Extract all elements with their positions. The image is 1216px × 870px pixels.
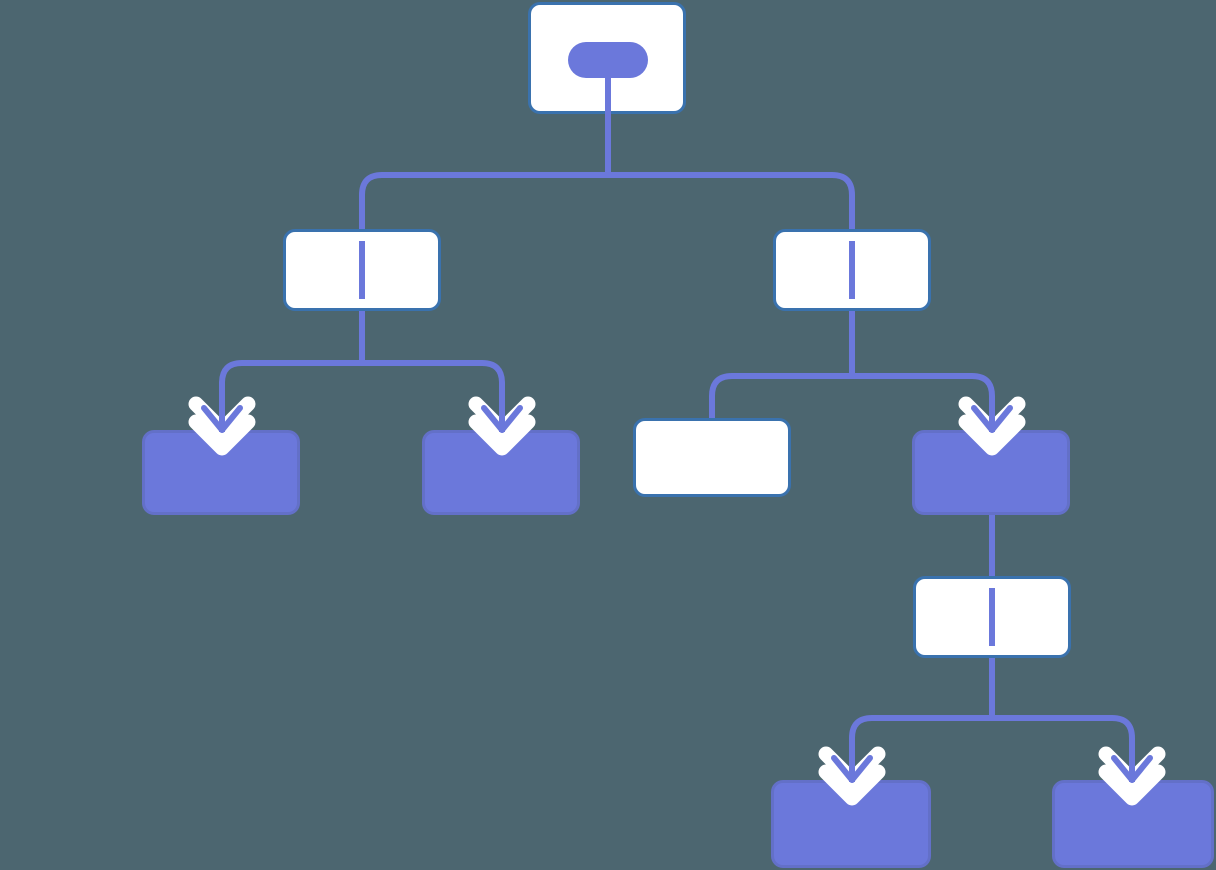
double-chevron-down-icon — [188, 396, 256, 456]
arrow-head — [831, 755, 873, 783]
arrow-head — [201, 405, 243, 433]
chevron-down-icon — [958, 414, 1026, 456]
arrow-head — [481, 405, 523, 433]
node-pass-through-line — [849, 241, 855, 299]
connector-edge — [709, 311, 855, 418]
chevron-down-icon — [188, 414, 256, 456]
chevron-down-icon — [468, 414, 536, 456]
connector-edge — [219, 311, 365, 455]
connector-edge — [359, 114, 611, 229]
double-chevron-down-icon — [958, 396, 1026, 456]
double-chevron-down-icon — [1098, 746, 1166, 806]
node-n6[interactable] — [633, 418, 791, 497]
node-pass-through-line — [359, 241, 365, 299]
connector-edge — [849, 658, 995, 805]
double-chevron-down-icon — [818, 746, 886, 806]
chevron-down-icon — [818, 764, 886, 806]
double-chevron-down-icon-group — [188, 396, 1166, 806]
connector-edge — [605, 114, 855, 229]
connector-edge — [359, 311, 505, 455]
chevron-down-icon — [1098, 764, 1166, 806]
node-pass-through-line — [605, 64, 611, 114]
arrow-head — [1111, 755, 1153, 783]
arrow-head — [971, 405, 1013, 433]
node-pass-through-line — [989, 588, 995, 646]
connector-edge — [849, 311, 995, 455]
connector-edge — [989, 658, 1135, 805]
connector-group — [219, 114, 1135, 805]
double-chevron-down-icon — [468, 396, 536, 456]
